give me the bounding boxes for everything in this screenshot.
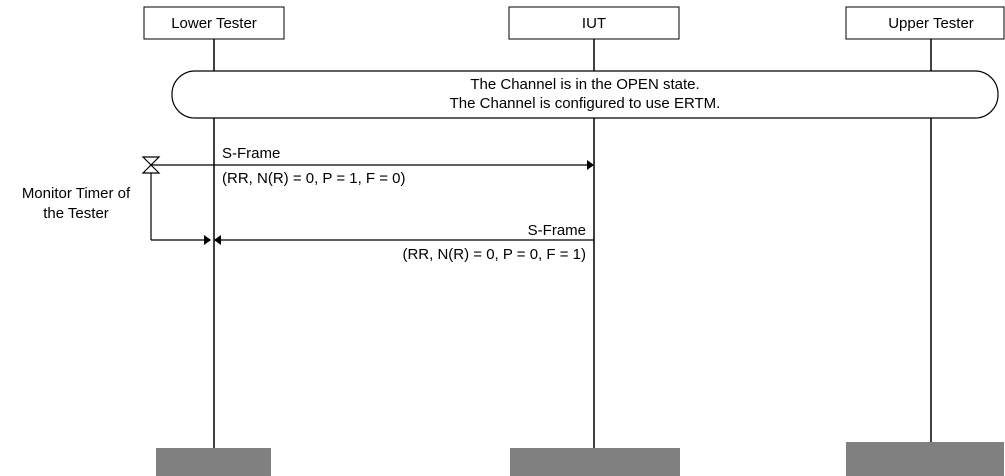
timer-label-line-1: Monitor Timer of [22,185,131,202]
message-1-name: S-Frame [222,145,280,162]
message-2-params: (RR, N(R) = 0, P = 0, F = 1) [402,246,586,263]
message-2-name: S-Frame [528,222,586,239]
lifeline-end-iut [510,448,680,476]
timer: Monitor Timer of the Tester [22,156,214,245]
participant-lower-tester-label: Lower Tester [171,15,257,32]
participant-iut-label: IUT [582,15,606,32]
message-1-arrowhead [587,160,594,170]
hourglass-icon [141,156,161,174]
participant-iut: IUT [508,6,680,40]
participant-upper-tester: Upper Tester [845,6,1005,40]
lifeline-end-lower-tester [156,448,271,476]
message-2: S-Frame (RR, N(R) = 0, P = 0, F = 1) [214,222,594,263]
lifeline-end-upper-tester [846,442,1004,476]
participant-upper-tester-label: Upper Tester [888,15,974,32]
timer-stop-arrowhead [204,235,211,245]
condition-line-2: The Channel is configured to use ERTM. [450,95,721,112]
message-1-params: (RR, N(R) = 0, P = 1, F = 0) [222,170,406,187]
message-2-arrowhead [214,235,221,245]
timer-label-line-2: the Tester [43,205,109,222]
message-1: S-Frame (RR, N(R) = 0, P = 1, F = 0) [214,145,594,187]
participant-lower-tester: Lower Tester [143,6,285,40]
condition-box: The Channel is in the OPEN state. The Ch… [171,70,999,119]
condition-line-1: The Channel is in the OPEN state. [470,76,699,93]
